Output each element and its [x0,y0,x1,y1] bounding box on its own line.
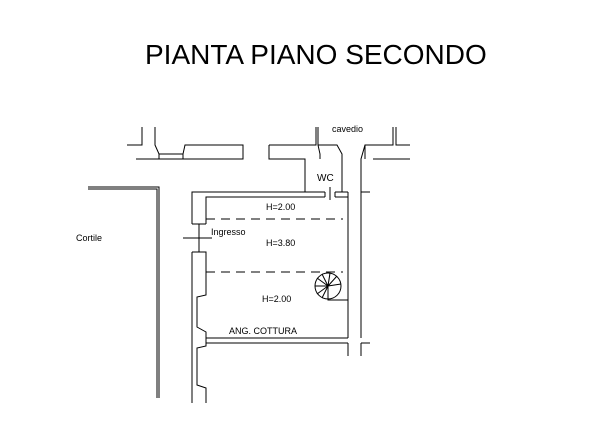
label-height-bottom: H=2.00 [262,294,291,304]
label-wc: WC [317,173,334,184]
walls [88,127,410,403]
label-cavedio: cavedio [332,124,363,134]
label-kitchen: ANG. COTTURA [229,326,297,336]
plan-title: PIANTA PIANO SECONDO [145,39,487,70]
label-ingresso: Ingresso [211,227,246,237]
label-height-middle: H=3.80 [266,238,295,248]
spiral-stair-icon [314,272,348,301]
ceiling-height-lines [206,218,343,273]
label-cortile: Cortile [76,233,102,243]
label-height-top: H=2.00 [266,202,295,212]
